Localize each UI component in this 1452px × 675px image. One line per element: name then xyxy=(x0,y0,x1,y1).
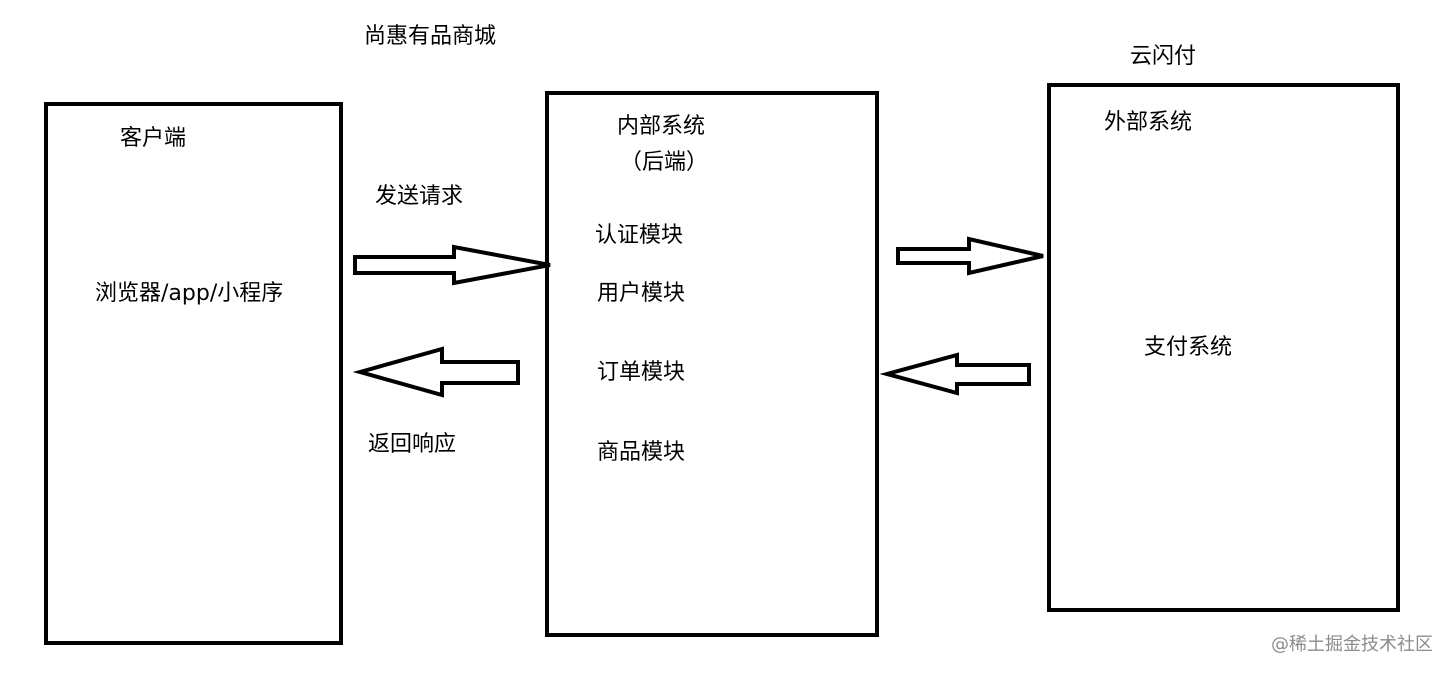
payment-request-arrow xyxy=(896,236,1044,276)
module-auth: 认证模块 xyxy=(595,223,684,248)
internal-system-subtitle: （后端） xyxy=(620,150,709,175)
external-system-title: 外部系统 xyxy=(1104,110,1193,135)
external-owner-label: 云闪付 xyxy=(1130,44,1197,69)
response-arrow xyxy=(352,346,520,398)
internal-system-box xyxy=(545,91,879,637)
external-system-box xyxy=(1047,83,1400,612)
response-label: 返回响应 xyxy=(368,432,457,457)
request-arrow xyxy=(353,244,551,286)
diagram-title: 尚惠有品商城 xyxy=(364,24,497,49)
external-system-content: 支付系统 xyxy=(1144,335,1233,360)
module-user: 用户模块 xyxy=(597,281,686,306)
internal-system-title: 内部系统 xyxy=(617,114,706,139)
module-product: 商品模块 xyxy=(597,440,686,465)
payment-response-arrow xyxy=(879,352,1031,396)
module-order: 订单模块 xyxy=(597,360,686,385)
client-box xyxy=(44,102,343,645)
request-label: 发送请求 xyxy=(375,184,464,209)
client-content: 浏览器/app/小程序 xyxy=(95,281,284,306)
watermark: @稀土掘金技术社区 xyxy=(1271,634,1433,655)
client-label: 客户端 xyxy=(120,126,187,151)
